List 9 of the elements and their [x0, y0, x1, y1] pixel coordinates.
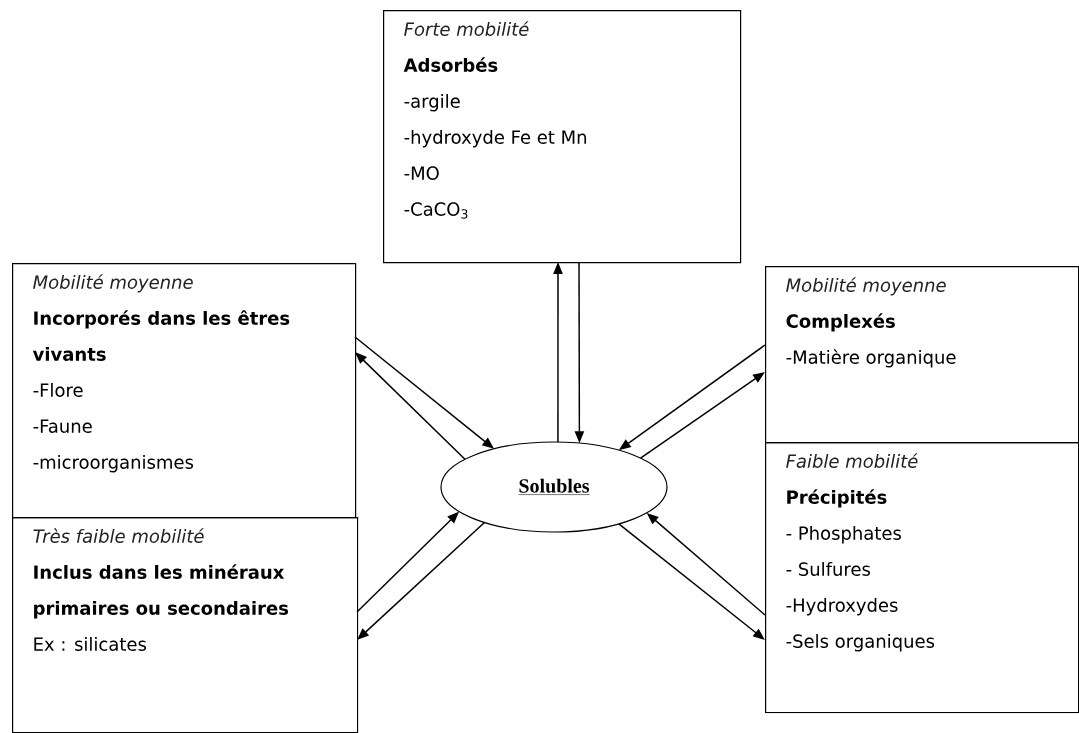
mobility-box: Mobilité moyenne Incorporés dans les êtres vivants -Flore -Faune -microorganismes	[12, 263, 357, 519]
arrow	[355, 352, 466, 461]
mobility-box: Très faible mobilité Inclus dans les minéraux primaires ou secondaires Ex : silicates	[12, 517, 359, 733]
mobility-box: Faible mobilité Précipités - Phosphates - Sulfures -Hydroxydes -Sels organiques	[765, 442, 1079, 714]
mobility-box: Mobilité moyenne Complexés -Matière organique	[765, 266, 1079, 444]
mobility-box: Forte mobilité Adsorbés -argile -hydroxyde Fe et Mn -MO -CaCO$_{3}$	[383, 10, 742, 264]
arrow	[618, 523, 765, 640]
arrow	[357, 521, 486, 640]
arrow	[639, 372, 765, 459]
